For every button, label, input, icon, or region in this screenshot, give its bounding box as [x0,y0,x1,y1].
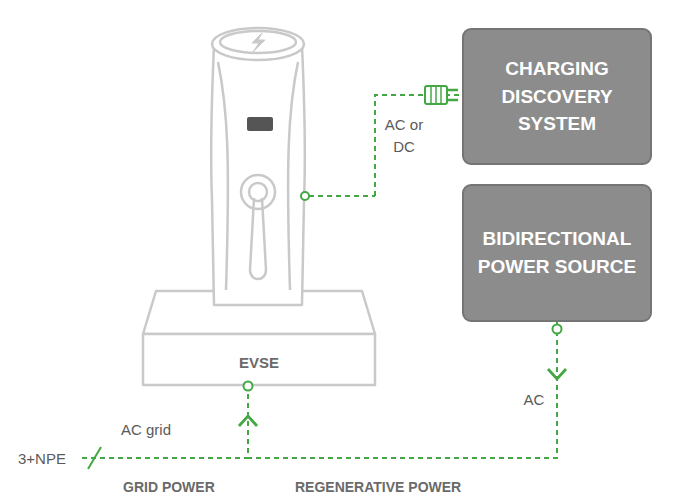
edge-label: AC or DC [384,114,424,158]
terminal-dot [244,382,253,391]
charger-body [211,46,305,305]
section-heading: GRID POWER [123,479,215,495]
socket-dot [301,192,309,200]
lightning-bolt [252,33,265,52]
system-box: CHARGING DISCOVERY SYSTEM [462,28,652,165]
charger-inner-line [288,62,298,290]
plug-body [425,86,447,104]
plug-grip [430,86,432,104]
base-front [143,334,375,385]
charger-cap [212,28,304,60]
plug-grip [440,86,442,104]
dashed-wire [248,322,557,458]
node-text: BIDIRECTIONAL POWER SOURCE [474,225,640,280]
connector-head [249,183,267,201]
wiring-label: 3+NPE [18,450,66,467]
plug-prong [447,99,458,102]
power-source-box: BIDIRECTIONAL POWER SOURCE [462,184,652,322]
edge-label: AC [520,389,548,411]
section-heading: REGENERATIVE POWER [295,479,461,495]
dashed-wire [375,95,462,196]
node-text: CHARGING DISCOVERY SYSTEM [474,55,640,138]
power-connector [375,86,462,196]
charger-cap-inner [220,31,296,53]
power-connector [239,322,566,458]
evse-unit: EVSE [143,15,375,385]
charging-cable [250,198,266,279]
grid-label: AC grid [121,421,171,438]
node-text: EVSE [143,354,375,371]
cable-wire [309,195,375,197]
flow-chevron [239,416,257,426]
plug-prong [447,89,458,92]
plug-grip [435,86,437,104]
connector-holster [241,175,275,209]
charger-inner-line [218,62,228,290]
phase-slash [88,447,101,469]
display-screen [247,117,273,131]
terminal-dot [553,325,562,334]
grid-wire [82,457,248,459]
flow-chevron [548,369,566,379]
